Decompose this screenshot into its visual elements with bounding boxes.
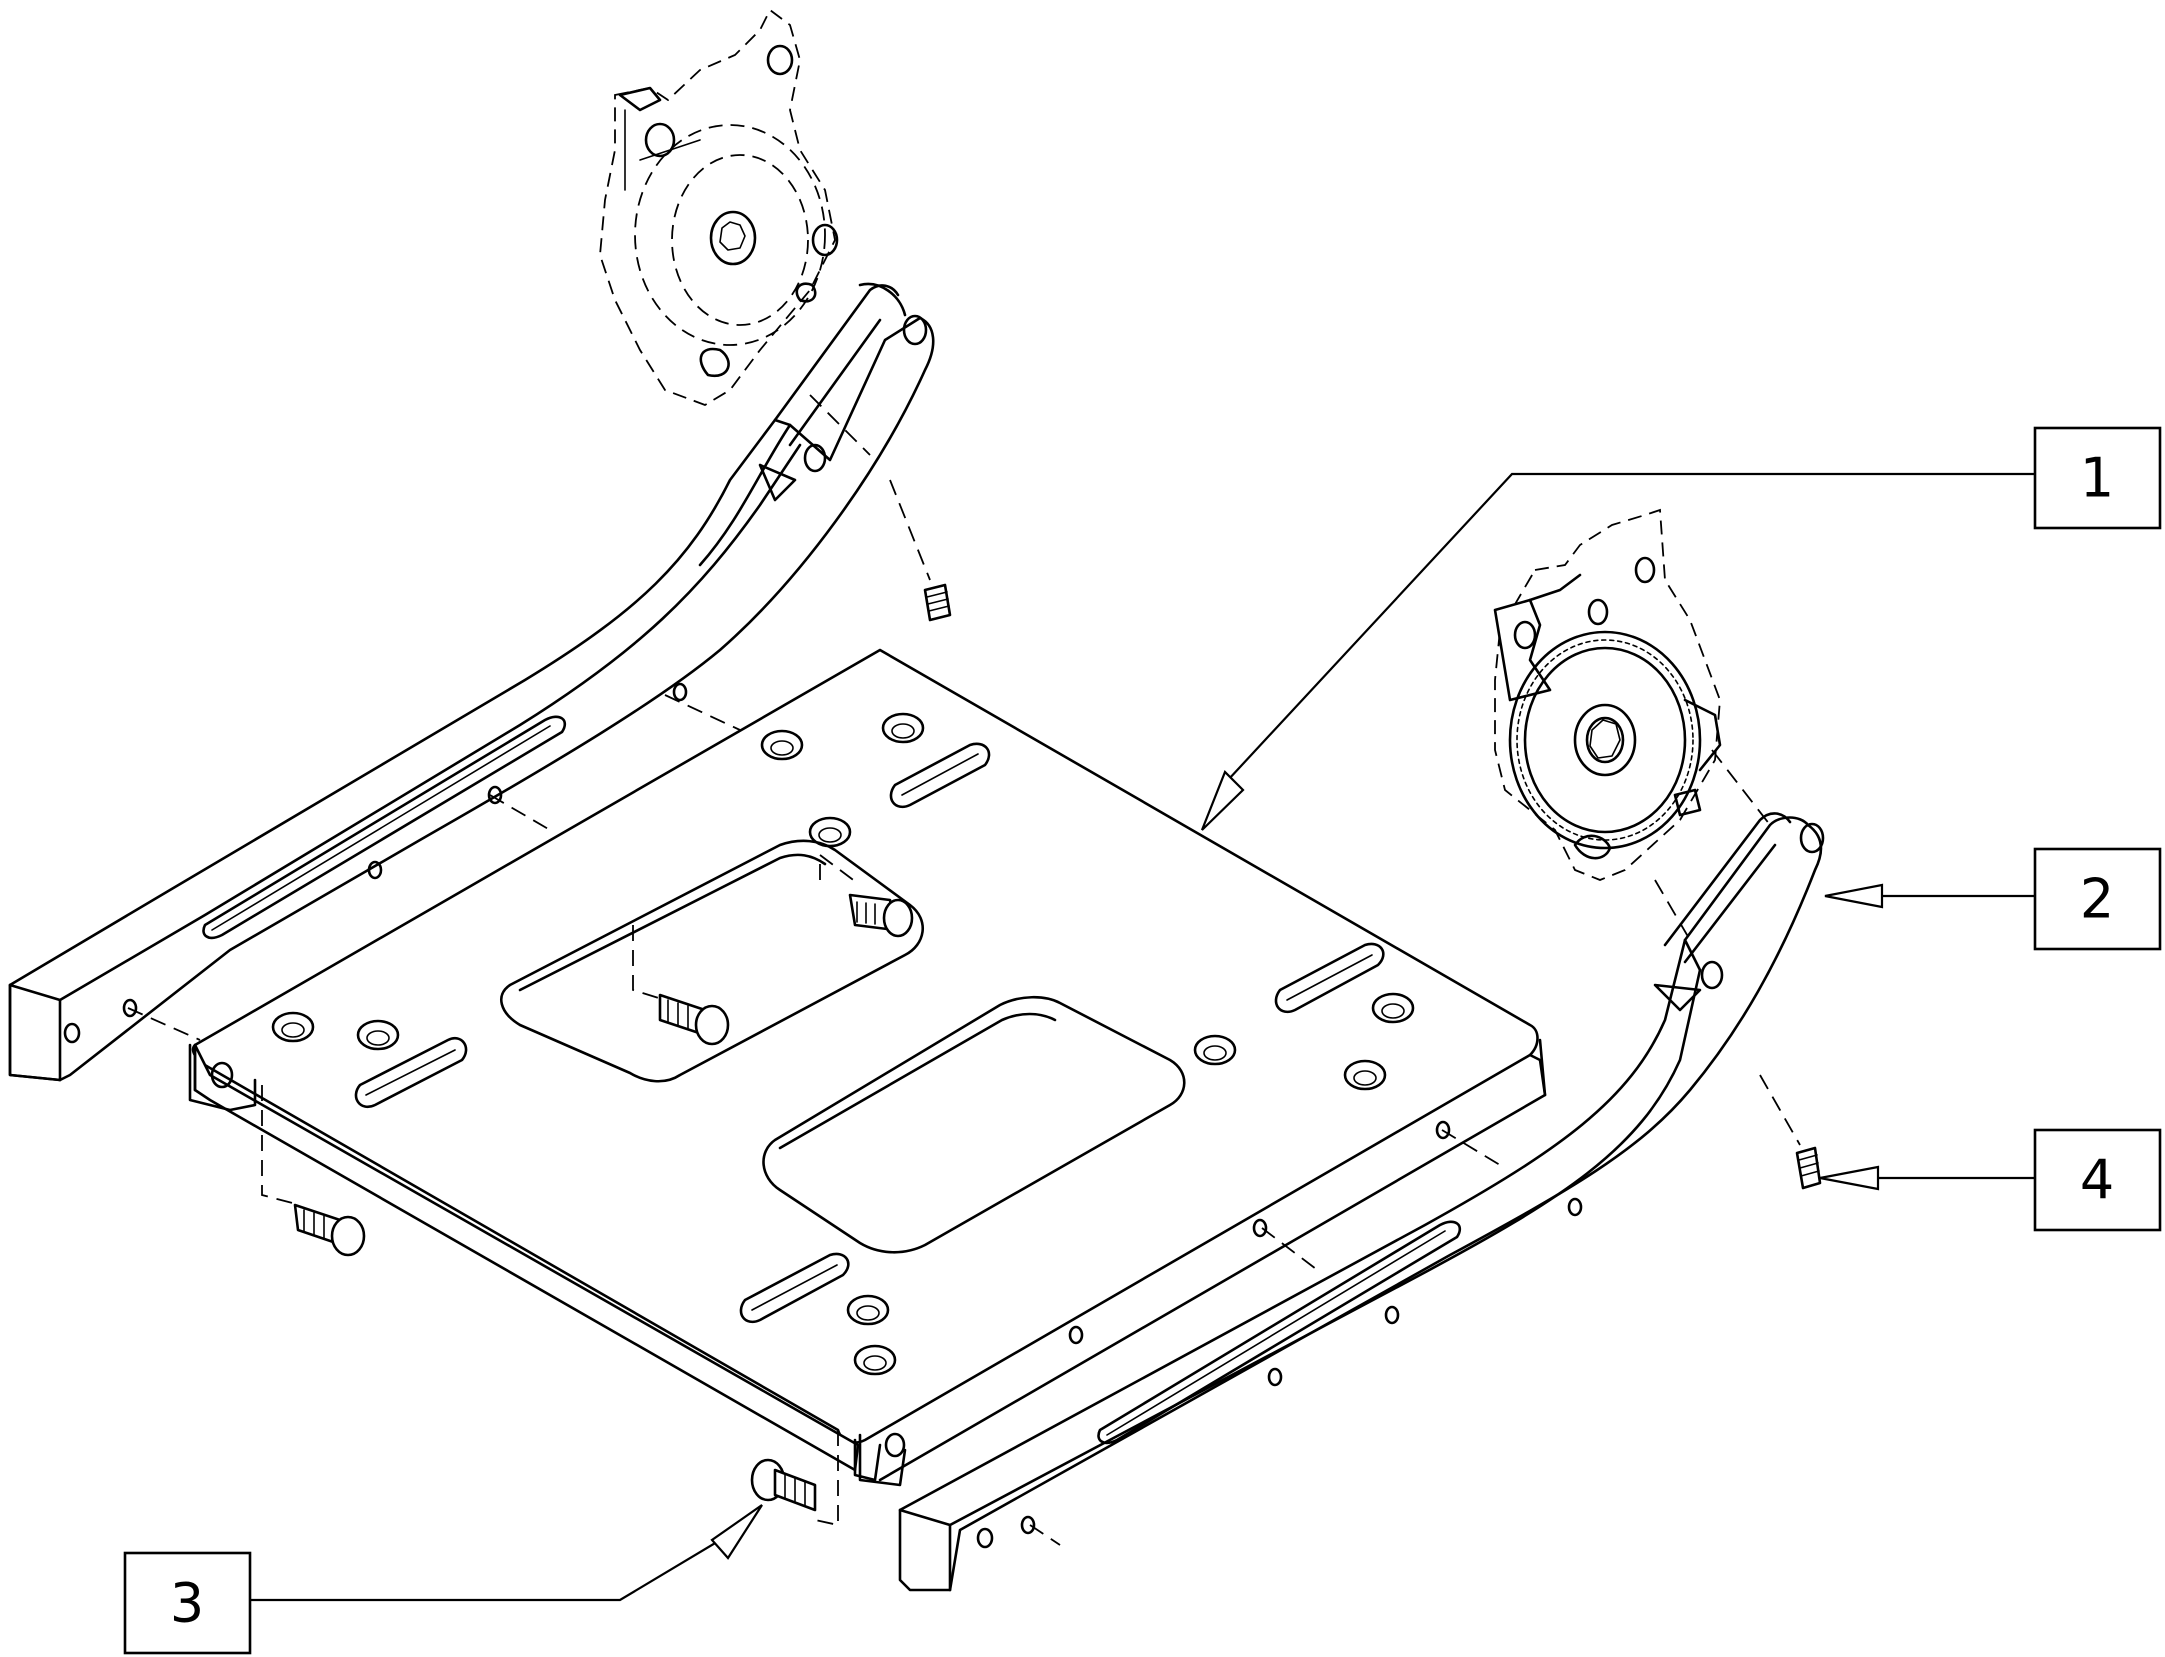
callout-2-label: 2 — [2080, 868, 2114, 931]
left-recline-hub — [599, 8, 839, 406]
callout-1: 1 — [1200, 426, 2162, 831]
right-assembly-lines — [1029, 749, 1801, 1546]
callout-1-label: 1 — [2080, 447, 2114, 510]
right-recline-hub — [1493, 508, 1722, 881]
plate-screw — [261, 1085, 366, 1257]
seat-plate — [188, 648, 1547, 1487]
callout-4-set-screw — [1795, 1146, 1822, 1190]
plate-slot — [354, 1037, 468, 1108]
gear — [1508, 630, 1702, 850]
left-side-rail — [8, 282, 935, 1082]
plate-screw — [632, 925, 730, 1046]
plate-slot — [1274, 942, 1385, 1013]
callout-4: 4 — [1819, 1128, 2162, 1232]
left-assembly-lines — [127, 394, 931, 1041]
plate-slot — [739, 1252, 850, 1323]
callout-2: 2 — [1824, 847, 2162, 951]
plate-holes — [271, 712, 1415, 1376]
plate-slot — [889, 742, 991, 808]
plate-screw — [819, 853, 914, 938]
left-set-screw — [923, 583, 952, 622]
callout-3-label: 3 — [170, 1572, 204, 1635]
right-side-rail — [898, 812, 1825, 1592]
callout-3-screw — [750, 1430, 839, 1527]
callout-3: 3 — [123, 1504, 763, 1655]
callout-4-label: 4 — [2080, 1149, 2114, 1212]
